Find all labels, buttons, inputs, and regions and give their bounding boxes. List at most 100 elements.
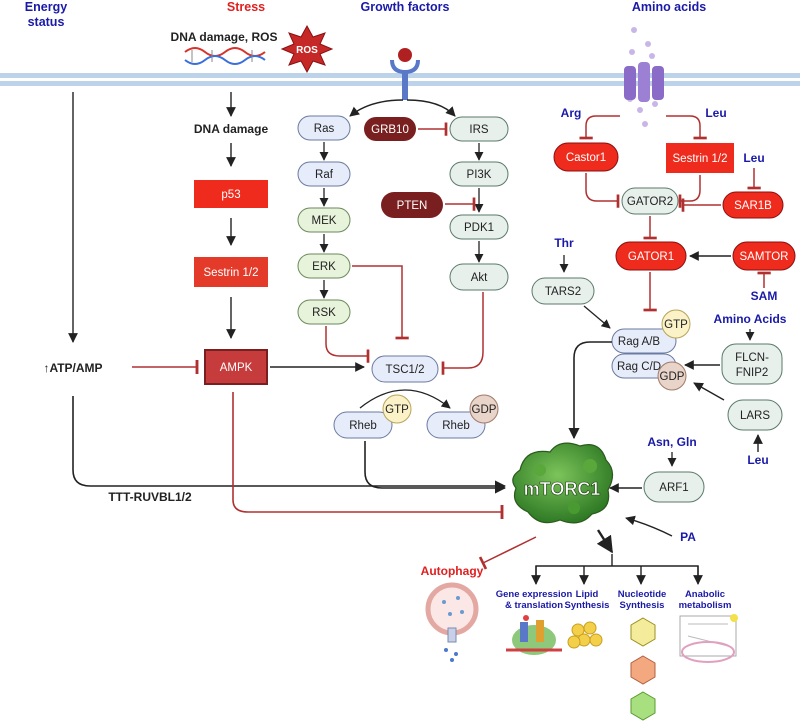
flcn-line2: FNIP2 bbox=[736, 367, 769, 379]
akt-node bbox=[449, 263, 509, 291]
raf-node bbox=[297, 161, 351, 187]
metabolism-map-icon bbox=[679, 614, 738, 663]
sar1b-node bbox=[722, 191, 784, 219]
mtorc1-complex bbox=[512, 442, 614, 524]
rheb2-label: Rheb bbox=[442, 420, 470, 432]
flcn-fnip2-node bbox=[721, 343, 783, 385]
pdk1-node bbox=[449, 214, 509, 240]
ros-burst-icon: ROS bbox=[280, 24, 334, 74]
gdp2-label: GDP bbox=[660, 371, 685, 383]
gene-expression-line2: & translation bbox=[505, 600, 563, 611]
grb10-label: GRB10 bbox=[371, 124, 409, 136]
gdp1-label: GDP bbox=[472, 404, 497, 416]
pdk1-label: PDK1 bbox=[464, 222, 494, 234]
amino-acids-label: Amino Acids bbox=[714, 312, 787, 326]
gtp2-label: GTP bbox=[664, 319, 688, 331]
arf1-node bbox=[643, 471, 705, 503]
erk-label: ERK bbox=[312, 261, 336, 273]
receptor-icon bbox=[390, 48, 420, 100]
header-amino-acids: Amino acids bbox=[632, 0, 706, 14]
cell-membrane bbox=[0, 73, 800, 86]
pa-label: PA bbox=[680, 530, 696, 544]
ras-node bbox=[297, 115, 351, 141]
mek-node bbox=[297, 207, 351, 233]
pi3k-label: PI3K bbox=[467, 169, 492, 181]
tars2-node bbox=[531, 277, 595, 305]
pi3k-node bbox=[449, 161, 509, 187]
arg-label: Arg bbox=[561, 106, 582, 120]
rsk-node bbox=[297, 299, 351, 325]
header-energy-line1: Energy bbox=[25, 0, 67, 14]
rheb-gdp-node bbox=[426, 411, 486, 439]
mek-label: MEK bbox=[312, 215, 337, 227]
mtorc1-label: mTORC1 bbox=[524, 479, 601, 499]
nucleotide-line1: Nucleotide bbox=[618, 589, 667, 600]
pten-label: PTEN bbox=[397, 200, 428, 212]
p53-label: p53 bbox=[221, 189, 240, 201]
dna-ros-label: DNA damage, ROS bbox=[171, 30, 278, 44]
lipid-line1: Lipid bbox=[576, 589, 599, 600]
autophagosome-icon bbox=[425, 582, 479, 662]
gtp2-circle bbox=[661, 309, 691, 339]
ros-label: ROS bbox=[296, 45, 318, 56]
gdp2-circle bbox=[657, 361, 687, 391]
rag-cd-label: Rag C/D bbox=[617, 361, 661, 373]
sar1b-label: SAR1B bbox=[734, 200, 772, 212]
tsc-node bbox=[371, 355, 439, 383]
rag-ab-label: Rag A/B bbox=[618, 336, 661, 348]
samtor-node bbox=[732, 241, 796, 271]
irs-label: IRS bbox=[469, 124, 489, 136]
gator1-label: GATOR1 bbox=[628, 251, 674, 263]
gator1-node bbox=[615, 241, 687, 271]
p53-box bbox=[194, 180, 268, 208]
header-stress: Stress bbox=[227, 0, 265, 14]
rheb-gtp-node bbox=[333, 411, 393, 439]
header-growth-factors: Growth factors bbox=[361, 0, 450, 14]
header-energy-line2: status bbox=[28, 15, 65, 29]
castor1-label: Castor1 bbox=[566, 152, 606, 164]
nucleotide-rings-icon bbox=[630, 617, 656, 721]
ampk-box bbox=[204, 349, 268, 385]
sestrin-stress-label: Sestrin 1/2 bbox=[204, 267, 259, 279]
leu3-label: Leu bbox=[747, 453, 768, 467]
atp-amp-label: ↑ATP/AMP bbox=[43, 361, 102, 375]
tsc-label: TSC1/2 bbox=[386, 364, 425, 376]
sam-label: SAM bbox=[751, 289, 778, 303]
dna-damage-label: DNA damage bbox=[194, 122, 269, 136]
arf1-label: ARF1 bbox=[659, 482, 688, 494]
ampk-label: AMPK bbox=[220, 362, 253, 374]
pten-node bbox=[381, 192, 443, 218]
anabolic-line2: metabolism bbox=[679, 600, 732, 611]
lipid-line2: Synthesis bbox=[565, 600, 610, 611]
thr-label: Thr bbox=[554, 236, 574, 250]
leu2-label: Leu bbox=[743, 151, 764, 165]
sestrin-aa-label: Sestrin 1/2 bbox=[673, 153, 728, 165]
asn-gln-label: Asn, Gln bbox=[647, 435, 696, 449]
gtp1-circle bbox=[382, 394, 412, 424]
castor1-node bbox=[553, 142, 619, 172]
rheb1-label: Rheb bbox=[349, 420, 377, 432]
gtp1-label: GTP bbox=[385, 404, 409, 416]
raf-label: Raf bbox=[315, 169, 334, 181]
leu1-label: Leu bbox=[705, 106, 726, 120]
nucleotide-line2: Synthesis bbox=[620, 600, 665, 611]
samtor-label: SAMTOR bbox=[740, 251, 789, 263]
ttt-ruvbl-label: TTT-RUVBL1/2 bbox=[108, 490, 192, 504]
erk-node bbox=[297, 253, 351, 279]
akt-label: Akt bbox=[471, 272, 488, 284]
dna-helix-icon bbox=[184, 47, 266, 65]
sestrin-aa-box bbox=[666, 143, 734, 173]
autophagy-label: Autophagy bbox=[421, 564, 484, 578]
anabolic-line1: Anabolic bbox=[685, 589, 725, 600]
tars2-label: TARS2 bbox=[545, 286, 581, 298]
flcn-line1: FLCN- bbox=[735, 352, 769, 364]
gator2-label: GATOR2 bbox=[627, 196, 673, 208]
lars-label: LARS bbox=[740, 410, 770, 422]
rsk-label: RSK bbox=[312, 307, 336, 319]
lars-node bbox=[727, 399, 783, 431]
gene-expression-line1: Gene expression bbox=[496, 589, 573, 600]
grb10-node bbox=[364, 117, 416, 141]
gator2-node bbox=[621, 187, 679, 215]
